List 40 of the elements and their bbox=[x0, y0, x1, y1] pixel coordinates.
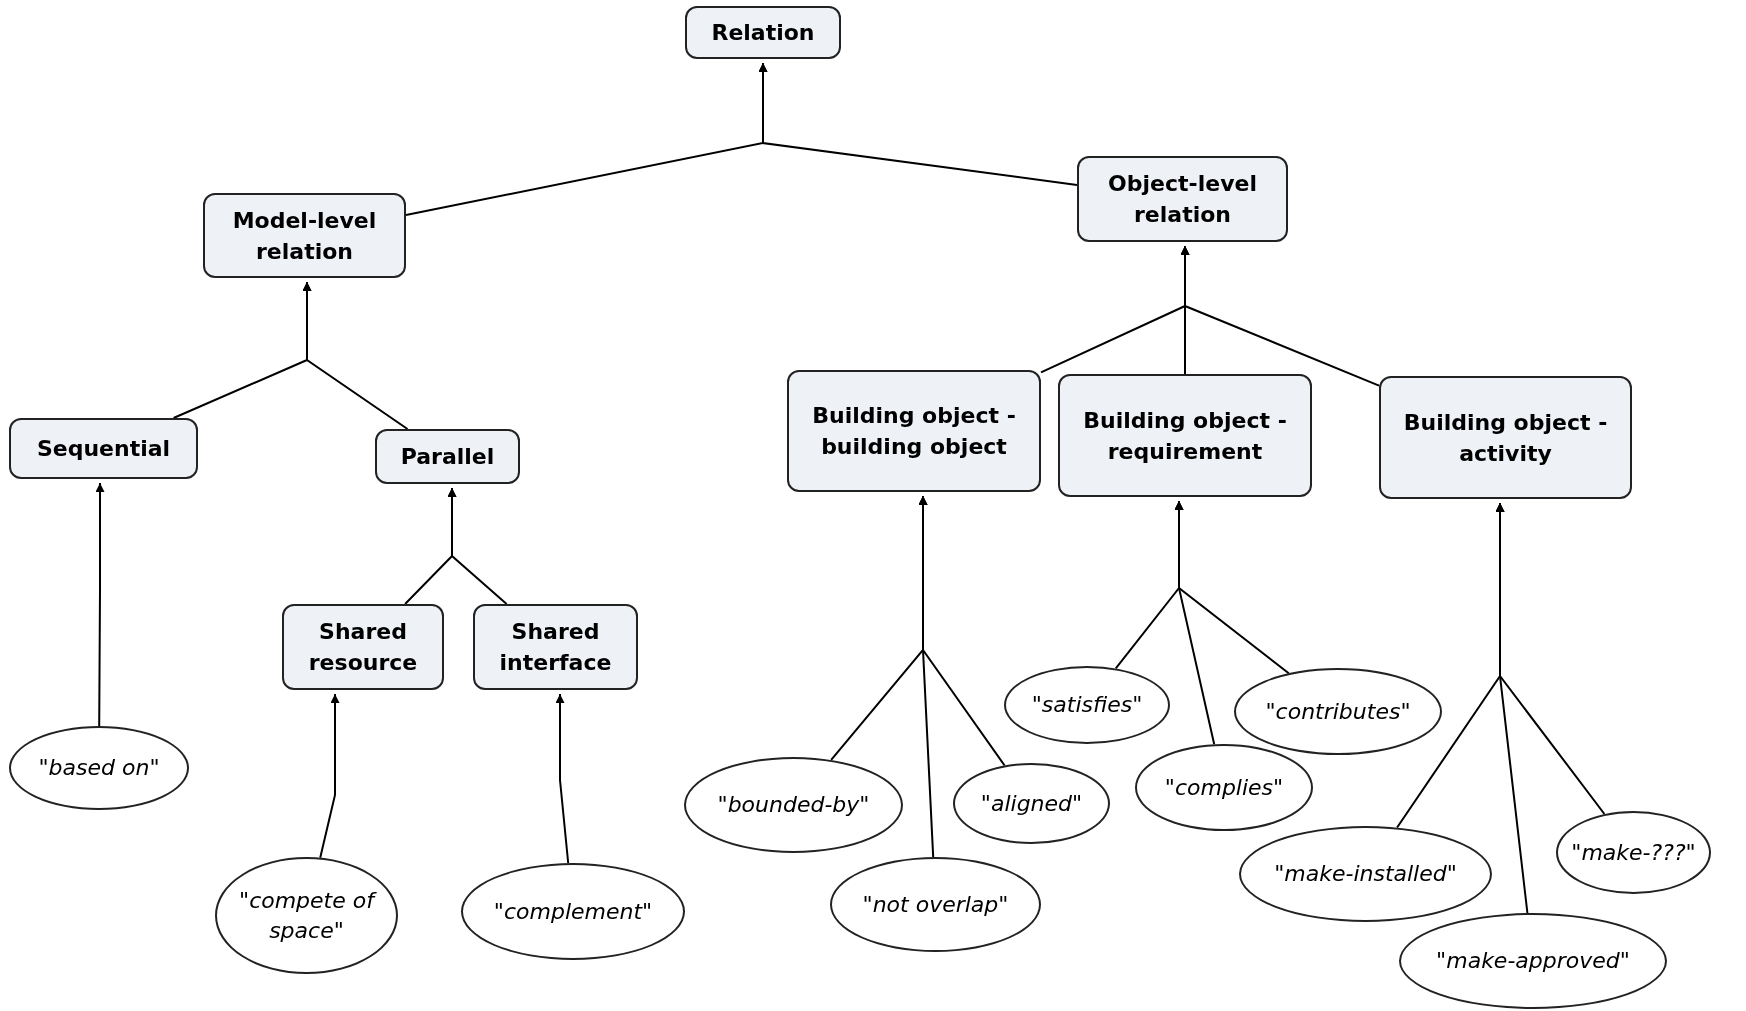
concept-box bbox=[1379, 376, 1632, 499]
concept-label: Object-level relation bbox=[1107, 170, 1258, 229]
arrow bbox=[447, 487, 508, 605]
arrow bbox=[95, 482, 105, 727]
concept-label: Parallel bbox=[400, 443, 495, 471]
example-text: "not overlap" bbox=[862, 890, 1009, 919]
arrow bbox=[319, 693, 340, 859]
concept-label: Building object - requirement bbox=[1082, 406, 1288, 466]
concept-box bbox=[282, 604, 444, 690]
concept-label: Shared interface bbox=[498, 618, 613, 677]
arrow bbox=[758, 62, 1078, 186]
concept-box bbox=[473, 604, 638, 690]
concept-label: Sequential bbox=[36, 435, 171, 463]
concept-box bbox=[685, 6, 841, 59]
concept-box bbox=[9, 418, 198, 479]
example-text: "based on" bbox=[38, 754, 160, 782]
concept-label: Building object - building object bbox=[811, 402, 1017, 461]
example-text: "make-installed" bbox=[1274, 860, 1457, 888]
example-text: "make-approved" bbox=[1436, 947, 1630, 975]
concept-label: Relation bbox=[711, 19, 815, 47]
example-text: "complement" bbox=[493, 897, 653, 926]
example-text: "aligned" bbox=[980, 789, 1083, 818]
example-text: "compete of space" bbox=[233, 885, 380, 946]
concept-box bbox=[787, 370, 1041, 492]
arrow bbox=[302, 281, 409, 430]
example-text: "contributes" bbox=[1265, 697, 1411, 726]
concept-box bbox=[375, 429, 520, 484]
concept-box bbox=[1058, 374, 1312, 497]
arrow bbox=[555, 693, 570, 864]
concept-label: Shared resource bbox=[307, 618, 419, 677]
example-text: "make-???" bbox=[1571, 838, 1696, 867]
concept-box bbox=[203, 193, 406, 278]
arrow bbox=[1174, 500, 1290, 675]
concept-box bbox=[1077, 156, 1288, 242]
concept-label: Model-level relation bbox=[231, 206, 378, 266]
example-text: "bounded-by" bbox=[717, 791, 870, 819]
arrow bbox=[1180, 245, 1380, 387]
example-text: "satisfies" bbox=[1031, 691, 1143, 719]
concept-label: Building object - activity bbox=[1402, 408, 1609, 468]
example-text: "complies" bbox=[1164, 773, 1284, 802]
